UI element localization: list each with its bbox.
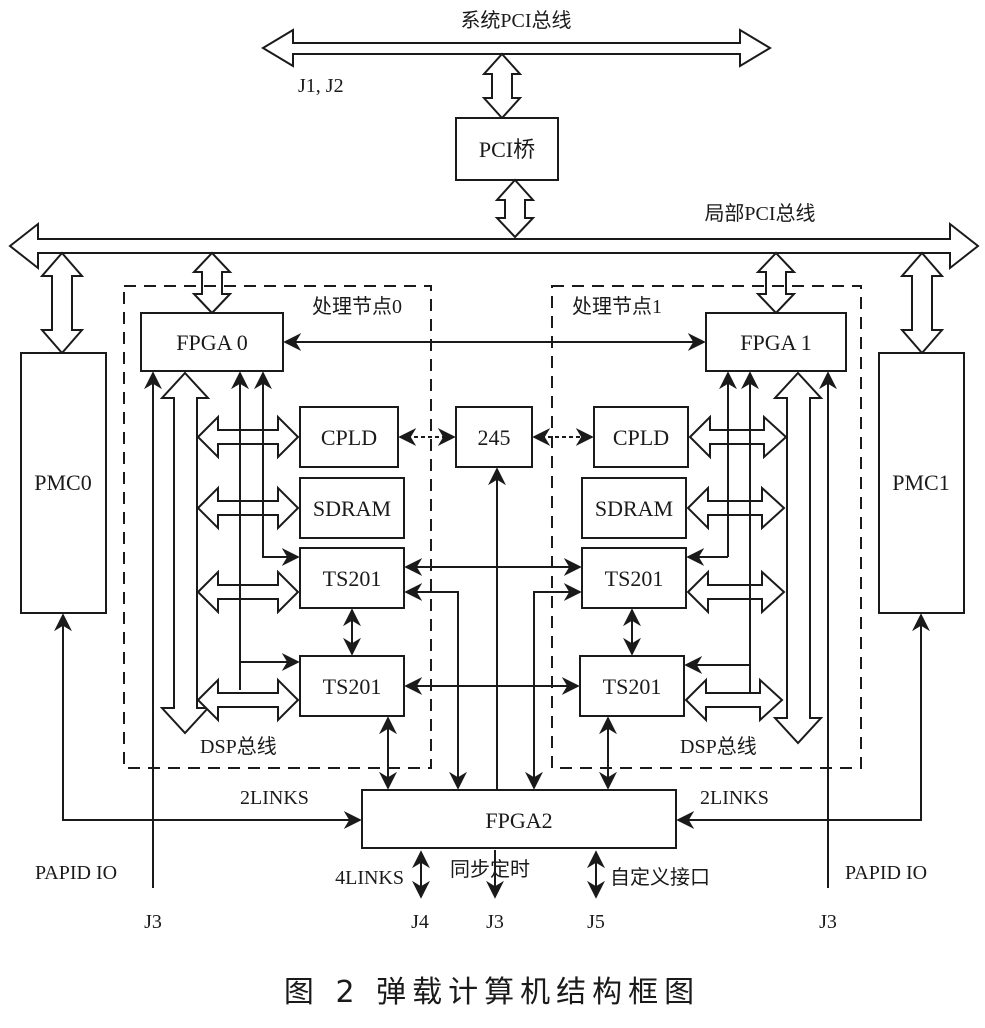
ts201-0a-label: TS201 <box>323 566 382 591</box>
fpga0-block: FPGA 0 <box>140 312 284 372</box>
buffer-245-label: 245 <box>478 425 511 450</box>
fpga1-block: FPGA 1 <box>705 312 847 372</box>
pmc1-pci-arrow <box>899 251 945 355</box>
pmc0-pci-arrow <box>39 251 85 355</box>
sdram1-dsp-bus-link <box>686 485 786 531</box>
ts201-0b-block: TS201 <box>299 655 405 717</box>
ts201-1a-block: TS201 <box>581 547 687 609</box>
dsp-bus-0-label: DSP总线 <box>200 735 277 758</box>
dsp-bus-0-arrow <box>159 371 211 735</box>
bridge-lower-link-arrow <box>494 178 536 239</box>
ts201-0a-block: TS201 <box>299 547 405 609</box>
pmc0-label: PMC0 <box>34 470 91 495</box>
cpld0-block: CPLD <box>299 406 399 468</box>
buffer-245-block: 245 <box>455 406 533 468</box>
pmc1-block: PMC1 <box>878 352 965 614</box>
j3-left-label: J3 <box>144 911 162 933</box>
system-pci-bus <box>261 28 772 68</box>
processing-node-0-label: 处理节点0 <box>312 295 402 318</box>
sdram0-dsp-bus-link <box>196 485 300 531</box>
ts201-1b-block: TS201 <box>579 655 685 717</box>
sdram1-block: SDRAM <box>581 477 687 539</box>
links2-right-label: 2LINKS <box>700 787 769 809</box>
j1-j2-label: J1, J2 <box>298 75 344 97</box>
pmc1-label: PMC1 <box>892 470 949 495</box>
links4-label: 4LINKS <box>335 867 404 889</box>
fpga1-pci-arrow <box>755 251 797 315</box>
cpld1-block: CPLD <box>593 406 689 468</box>
cpld1-dsp-bus-link <box>688 414 788 460</box>
cpld0-dsp-bus-link <box>196 414 300 460</box>
sdram0-block: SDRAM <box>299 477 405 539</box>
fpga1-label: FPGA 1 <box>740 330 812 355</box>
fpga0-label: FPGA 0 <box>176 330 248 355</box>
ts201-0a-fpga2-link <box>404 583 467 790</box>
pci-bridge-block: PCI桥 <box>455 117 559 181</box>
ts201-1a-label: TS201 <box>605 566 664 591</box>
bridge-upper-link-arrow <box>481 52 523 120</box>
dsp-bus-1-label: DSP总线 <box>680 735 757 758</box>
ts201-1a-fpga2-link <box>525 583 582 790</box>
sdram1-label: SDRAM <box>595 496 673 521</box>
local-pci-bus <box>8 221 980 271</box>
j3-center-label: J3 <box>486 911 504 933</box>
cpld1-label: CPLD <box>613 425 669 450</box>
system-pci-bus-label: 系统PCI总线 <box>460 9 571 32</box>
local-pci-bus-label: 局部PCI总线 <box>704 202 815 225</box>
ts201-0b-dsp-bus-link <box>196 677 300 723</box>
sync-timing-label: 同步定时 <box>450 858 530 881</box>
dsp-bus-1-arrow <box>772 371 824 745</box>
links2-left-label: 2LINKS <box>240 787 309 809</box>
ts201-0a-dsp-bus-link <box>196 569 300 615</box>
ts201-1b-dsp-bus-link <box>684 677 784 723</box>
sdram0-label: SDRAM <box>313 496 391 521</box>
pmc0-fpga2-link <box>54 613 362 829</box>
fpga0-pci-arrow <box>191 251 233 315</box>
processing-node-1-label: 处理节点1 <box>572 295 662 318</box>
fpga2-block: FPGA2 <box>361 789 677 849</box>
j4-label: J4 <box>411 911 429 933</box>
ts201-0b-label: TS201 <box>323 674 382 699</box>
pmc0-block: PMC0 <box>20 352 107 614</box>
figure-caption: 图 2 弹载计算机结构框图 <box>284 975 700 1010</box>
j3-right-label: J3 <box>819 911 837 933</box>
ts201-1a-dsp-bus-link <box>686 569 786 615</box>
custom-interface-label: 自定义接口 <box>610 866 710 889</box>
pci-bridge-label: PCI桥 <box>479 137 535 162</box>
cpld0-label: CPLD <box>321 425 377 450</box>
ts201-1b-label: TS201 <box>603 674 662 699</box>
fpga2-label: FPGA2 <box>485 808 552 833</box>
rapidio-right-label: PAPID IO <box>845 862 927 884</box>
rapidio-left-label: PAPID IO <box>35 862 117 884</box>
j5-label: J5 <box>587 911 605 933</box>
pmc1-fpga2-link <box>676 613 930 829</box>
